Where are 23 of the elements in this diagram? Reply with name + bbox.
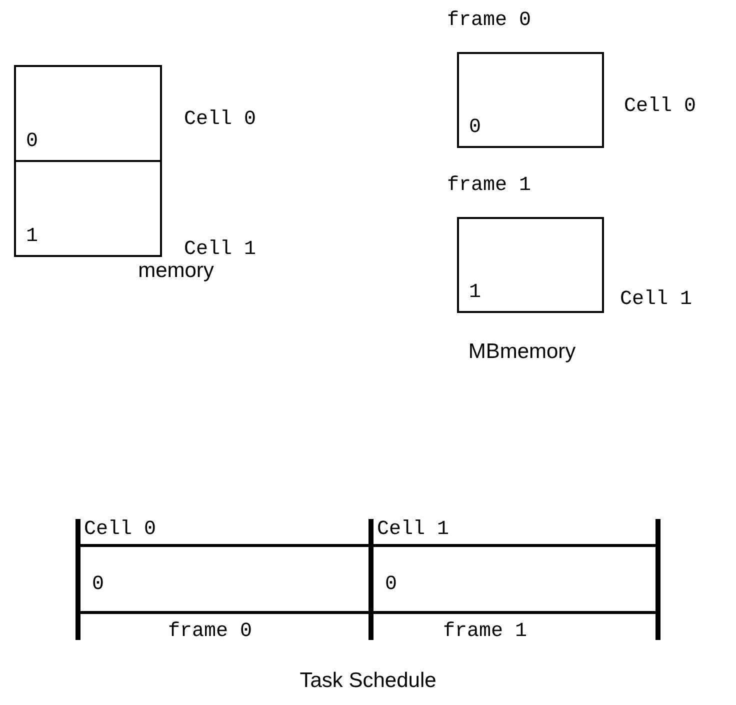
memory-cell-box	[14, 65, 162, 162]
memory-cell-box	[457, 52, 604, 148]
cell-caption: Cell 1	[184, 238, 256, 262]
slot-heading: Cell 0	[84, 518, 156, 542]
memory-cell-box	[457, 217, 604, 313]
cell-caption: frame 1	[447, 174, 532, 198]
slot-heading: Cell 1	[377, 518, 450, 542]
cell-index: 1	[26, 225, 38, 249]
cell-index: 0	[469, 116, 482, 140]
memory-cell-box	[14, 160, 162, 257]
cell-caption: frame 0	[447, 9, 532, 33]
diagram-caption: MBmemory	[468, 340, 576, 364]
cell-caption: Cell 0	[624, 95, 696, 119]
diagram-caption: Task Schedule	[300, 669, 436, 693]
cell-caption: Cell 1	[620, 288, 692, 312]
cell-index: 0	[385, 573, 398, 597]
diagram-caption: memory	[138, 259, 214, 283]
cell-caption: frame 0	[168, 620, 252, 644]
cell-index: 0	[92, 573, 104, 597]
cell-index: 0	[26, 130, 38, 154]
cell-index: 1	[469, 281, 482, 305]
cell-caption: frame 1	[443, 620, 528, 644]
cell-caption: Cell 0	[184, 108, 256, 132]
